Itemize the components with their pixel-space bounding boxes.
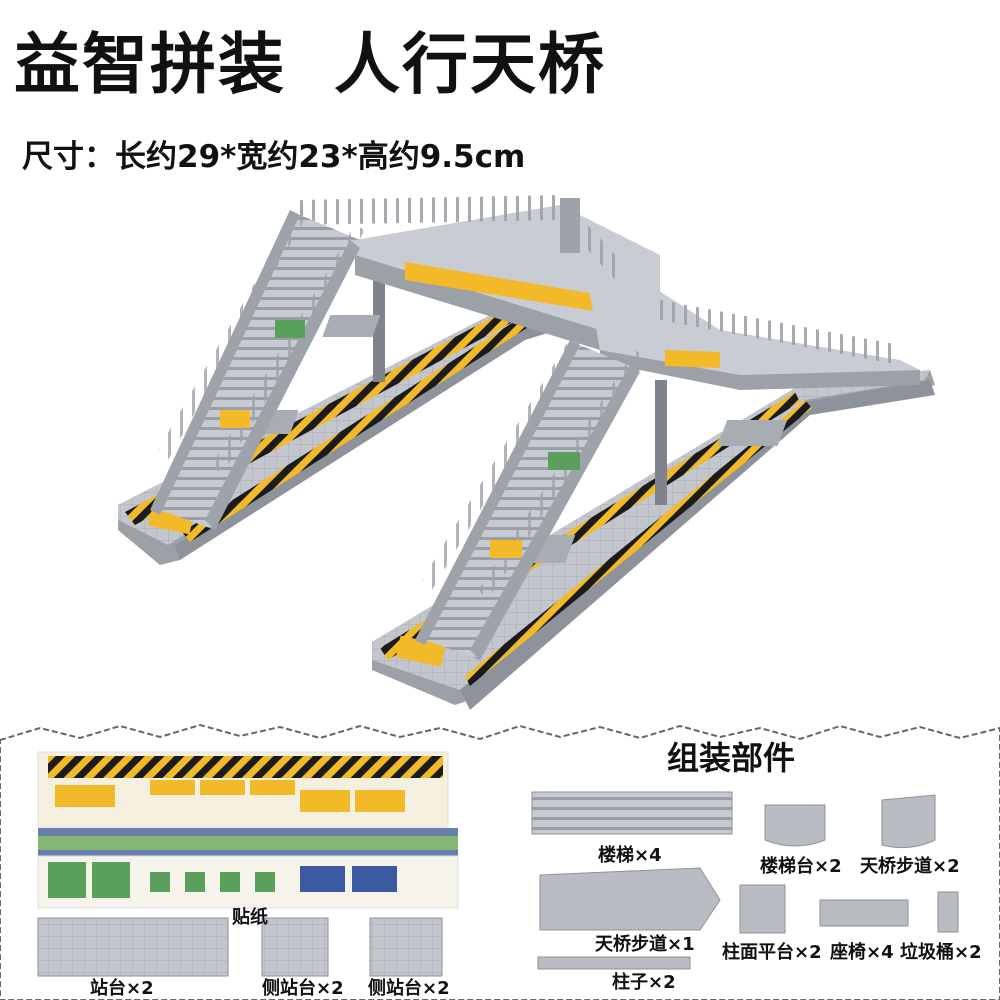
direction-sign — [548, 452, 580, 470]
title-part-1: 益智拼装 — [14, 26, 286, 103]
side-platform — [369, 917, 443, 977]
sticker-sheet — [37, 751, 459, 909]
part-label-walkway: 天桥步道×2 — [860, 856, 960, 877]
part-label-bridge-walkway: 天桥步道×1 — [595, 934, 695, 955]
station-platform — [37, 917, 229, 977]
side-platform — [261, 917, 329, 977]
direction-sign — [220, 410, 250, 428]
pillar — [655, 380, 667, 505]
back-staircase — [150, 205, 365, 530]
bridge-walkway — [300, 195, 920, 390]
part-label-side-platform: 侧站台×2 — [262, 978, 344, 999]
part-label-pillar: 柱子×2 — [612, 972, 676, 993]
stairs-part — [531, 791, 733, 835]
bridge-banner — [405, 262, 600, 312]
title-part-2: 人行天桥 — [334, 26, 606, 103]
bench — [717, 420, 788, 446]
product-title: 益智拼装人行天桥 — [14, 32, 654, 98]
front-staircase — [415, 330, 645, 660]
trash-bin — [560, 198, 580, 253]
bridge-walkway-part — [539, 867, 721, 931]
pillar-platform-part — [739, 884, 786, 934]
sticker-label: 贴纸 — [232, 907, 268, 928]
platform-sign — [395, 635, 446, 667]
part-label-bench: 座椅×4 — [830, 942, 894, 963]
walkway-part — [881, 794, 936, 849]
trash-bin-part — [937, 891, 959, 933]
part-label-stairs: 楼梯×4 — [598, 845, 662, 866]
bench — [322, 315, 381, 337]
part-label-pillar-platform: 柱面平台×2 — [722, 942, 822, 963]
stair-platform-part — [764, 804, 826, 847]
pillar — [373, 262, 385, 382]
bench-part — [819, 899, 909, 927]
part-label-station-platform: 站台×2 — [90, 978, 154, 999]
part-label-side-platform-2: 侧站台×2 — [368, 978, 450, 999]
part-label-stair-platform: 楼梯台×2 — [760, 856, 842, 877]
direction-sign — [490, 540, 522, 558]
dimensions-text: 尺寸：长约29*宽约23*高约9.5cm — [22, 139, 526, 175]
pillar-part — [537, 956, 691, 970]
direction-sign — [275, 320, 305, 338]
part-label-trash-bin: 垃圾桶×2 — [900, 942, 982, 963]
parts-title: 组装部件 — [667, 739, 796, 777]
